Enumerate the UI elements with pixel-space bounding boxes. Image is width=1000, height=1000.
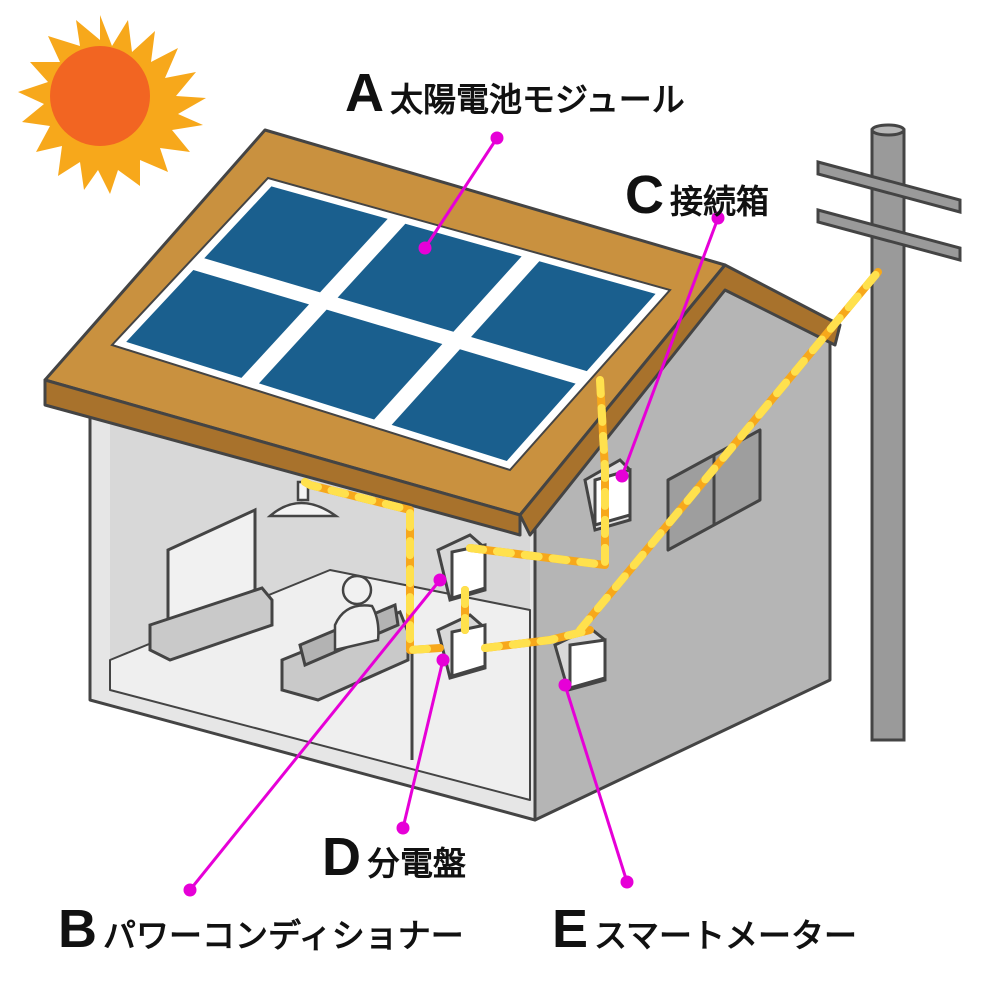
solar-cell (258, 309, 443, 420)
utility-pole-icon (816, 123, 962, 742)
solar-cell (126, 269, 310, 378)
ceiling-lamp-icon (266, 480, 340, 518)
label-C-text: 接続箱 (670, 182, 769, 221)
label-E-text: スマートメーター (594, 916, 858, 955)
label-B-letter: B (58, 899, 97, 959)
label-A-text: 太陽電池モジュール (390, 80, 685, 119)
label-E-letter: E (552, 899, 589, 959)
label-A: A 太陽電池モジュール (345, 66, 685, 120)
label-D-letter: D (322, 827, 361, 887)
smart-meter-E (553, 626, 607, 692)
label-E: E スマートメーター (552, 902, 857, 956)
solar-cell (391, 349, 576, 461)
label-B: B パワーコンディショナー (58, 902, 464, 956)
person-icon (333, 574, 380, 652)
label-D-text: 分電盤 (367, 844, 466, 883)
leader-lines (183, 131, 725, 897)
label-C: C 接続箱 (625, 168, 769, 222)
label-C-letter: C (625, 165, 664, 225)
solar-cell (471, 261, 656, 372)
tv-icon (148, 507, 274, 662)
solar-cell (337, 223, 522, 332)
label-D: D 分電盤 (322, 830, 466, 884)
label-B-text: パワーコンディショナー (103, 916, 464, 955)
sun-icon (18, 15, 206, 194)
solar-cell (204, 186, 388, 293)
solar-panel-icon (110, 176, 672, 472)
label-A-letter: A (345, 63, 384, 123)
wiring (301, 268, 882, 654)
